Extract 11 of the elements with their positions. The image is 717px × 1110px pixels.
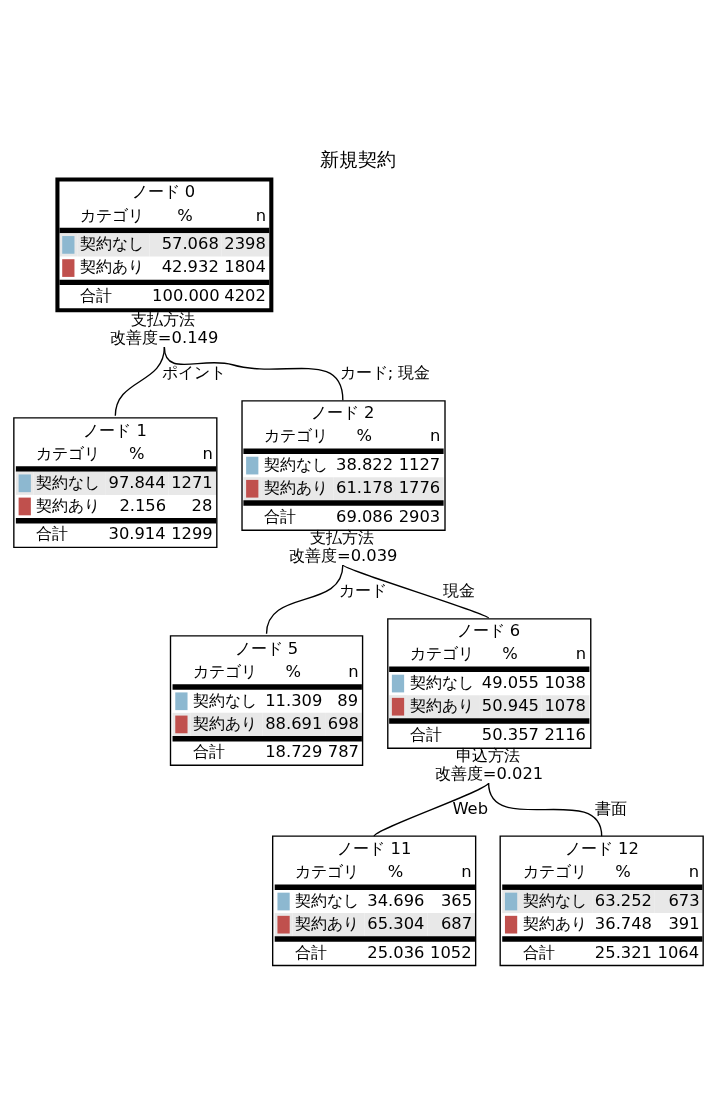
edge-label: カード; 現金: [339, 362, 431, 382]
edge-label: 書面: [594, 798, 627, 818]
node-label: 支払方法: [131, 309, 195, 329]
edge-label: 現金: [443, 580, 476, 600]
diagram-title: 新規契約: [320, 147, 397, 170]
node-label: 改善度=0.021: [434, 763, 544, 783]
edge-label: Web: [452, 798, 489, 818]
node-label: 改善度=0.039: [289, 545, 398, 565]
edge-label: カード: [338, 580, 387, 600]
edge-label: ポイント: [161, 362, 226, 382]
node-label: 改善度=0.149: [109, 327, 219, 347]
